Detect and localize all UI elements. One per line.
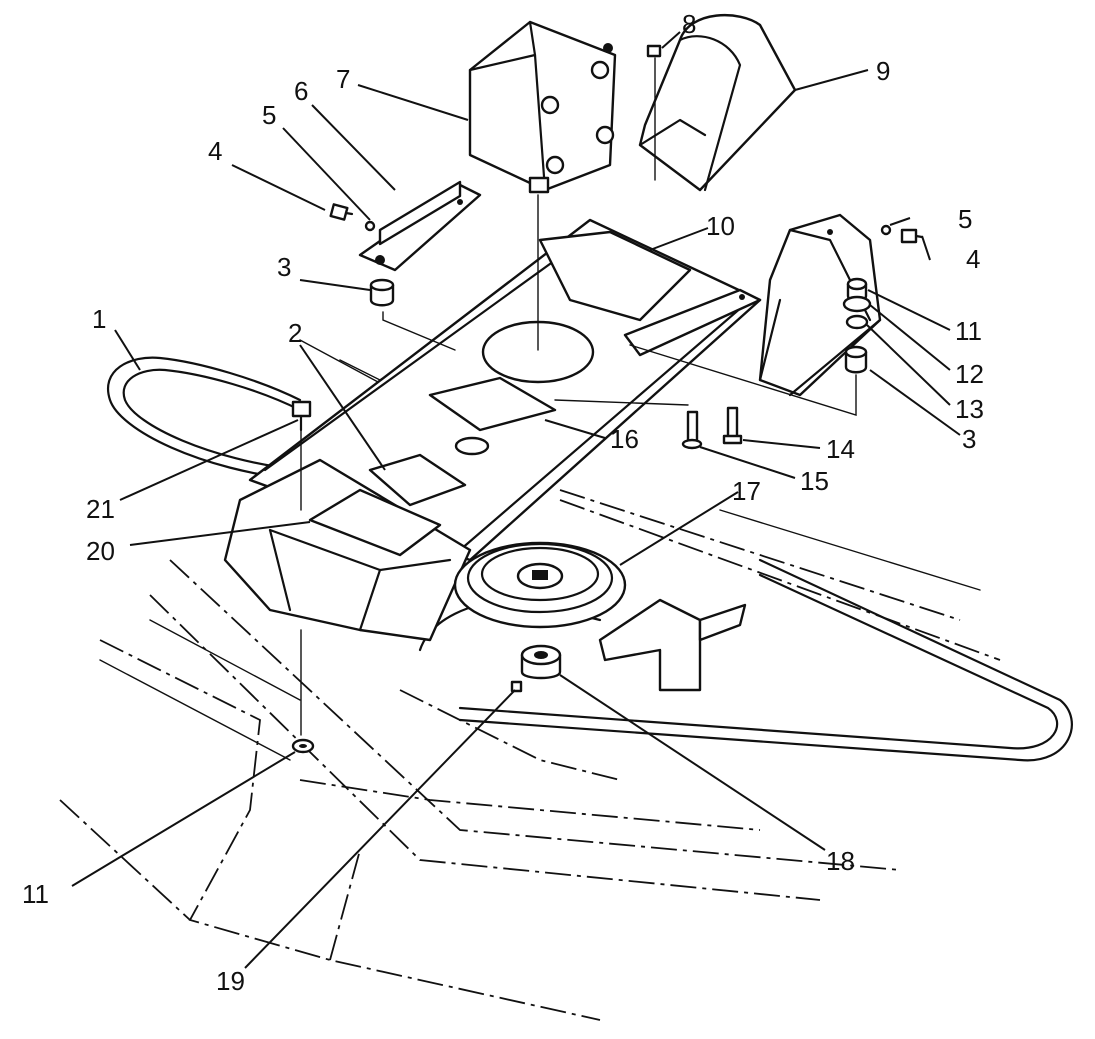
shield-hood — [638, 14, 797, 192]
callout-11b: 11 — [955, 316, 982, 346]
bushing-left — [369, 278, 395, 307]
mounting-bracket — [358, 180, 482, 272]
callout-13: 13 — [955, 394, 984, 424]
gearbox — [468, 20, 617, 194]
screw-top — [646, 44, 662, 58]
decal-2 — [368, 453, 467, 507]
mower-deck — [59, 339, 1001, 1021]
drive-belt — [107, 356, 1073, 762]
callout-8: 8 — [682, 9, 696, 39]
callout-4a: 4 — [208, 136, 222, 166]
callout-6: 6 — [294, 76, 308, 106]
callout-10: 10 — [706, 211, 735, 241]
callout-19: 19 — [216, 966, 245, 996]
spacer — [520, 644, 562, 680]
set-screw — [510, 680, 523, 693]
lockwasher-right — [880, 224, 892, 236]
bolt-left — [329, 203, 354, 221]
callout-15: 15 — [800, 466, 829, 496]
callout-5a: 5 — [262, 100, 276, 130]
pulley — [453, 541, 627, 629]
small-spacer — [845, 314, 869, 330]
carriage-bolt — [722, 406, 743, 445]
callout-17: 17 — [732, 476, 761, 506]
callout-18: 18 — [826, 846, 855, 876]
callout-2: 2 — [288, 318, 302, 348]
leader-lines — [71, 31, 961, 969]
shoulder-bolt — [681, 410, 703, 450]
flat-washer — [842, 295, 872, 313]
lockwasher-left — [364, 220, 376, 232]
callout-20: 20 — [86, 536, 115, 566]
callout-9: 9 — [876, 56, 890, 86]
callout-3b: 3 — [962, 424, 976, 454]
deck-cover-plate — [223, 218, 762, 642]
side-rail — [623, 288, 762, 357]
decal-20 — [308, 488, 442, 557]
assembly-lines — [300, 57, 857, 736]
bolt-right — [900, 228, 924, 244]
nut-lower — [291, 738, 315, 754]
callout-16: 16 — [610, 424, 639, 454]
decal-16 — [428, 376, 557, 432]
bushing-right — [844, 345, 868, 374]
callout-4b: 4 — [966, 244, 980, 274]
callout-5b: 5 — [958, 204, 972, 234]
callout-14: 14 — [826, 434, 855, 464]
callout-21: 21 — [86, 494, 115, 524]
callout-3a: 3 — [277, 252, 291, 282]
hex-bolt — [291, 400, 312, 432]
callouts: 1 2 3 3 4 4 5 5 6 7 8 9 10 11 11 12 13 1… — [22, 9, 984, 996]
belt-guide — [598, 598, 747, 692]
gearbox-plate — [538, 230, 692, 322]
callout-7: 7 — [336, 64, 350, 94]
callout-1: 1 — [92, 304, 106, 334]
callout-11a: 11 — [22, 879, 49, 909]
callout-12: 12 — [955, 359, 984, 389]
